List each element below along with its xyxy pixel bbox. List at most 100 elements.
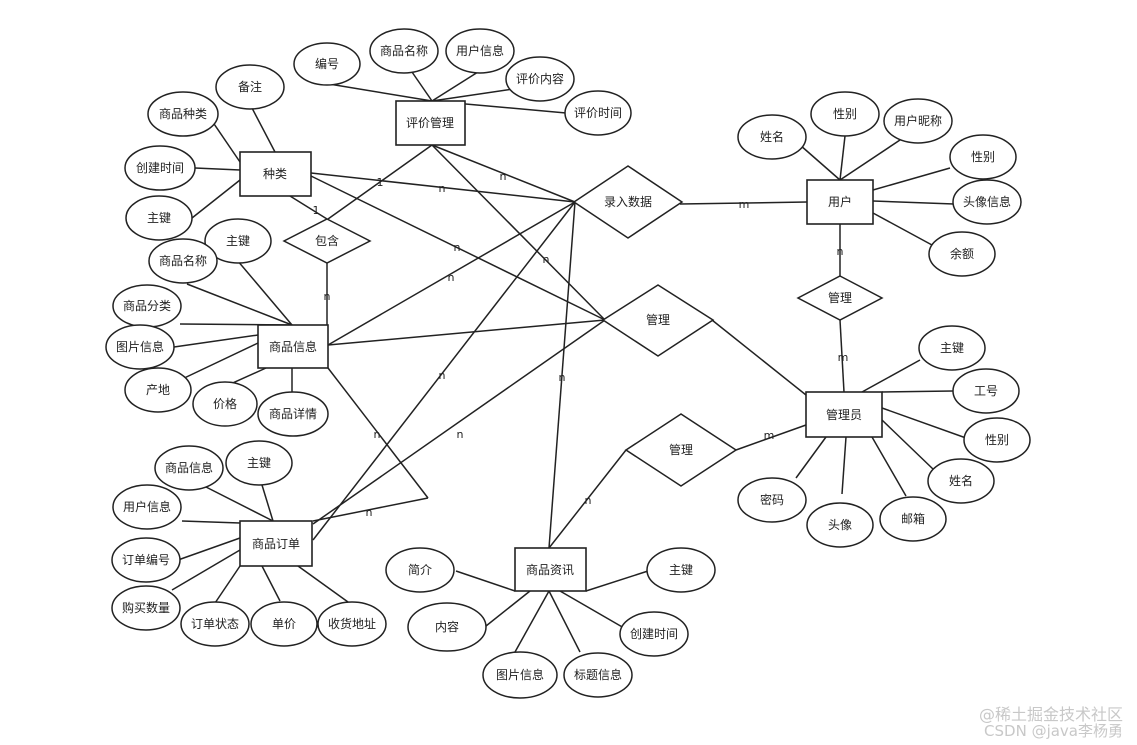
attr-o-status: 订单状态 xyxy=(180,601,250,647)
attr-p-img: 图片信息 xyxy=(105,324,175,370)
svg-text:种类: 种类 xyxy=(263,167,287,181)
svg-text:用户信息: 用户信息 xyxy=(456,43,504,58)
svg-text:图片信息: 图片信息 xyxy=(116,339,164,354)
relationship-contains: 包含 xyxy=(282,218,372,264)
attr-u-name: 姓名 xyxy=(737,114,807,160)
attr-cat-time: 创建时间 xyxy=(124,145,196,191)
attr-a-no: 工号 xyxy=(952,368,1020,414)
card-cat-entry: n xyxy=(439,182,446,195)
attr-n-title: 标题信息 xyxy=(563,652,633,698)
svg-text:标题信息: 标题信息 xyxy=(574,667,622,682)
svg-text:创建时间: 创建时间 xyxy=(136,161,184,175)
attr-cm-content: 评价内容 xyxy=(505,56,575,102)
svg-text:评价内容: 评价内容 xyxy=(516,71,564,86)
svg-text:包含: 包含 xyxy=(315,233,339,248)
card-news-manage3: n xyxy=(585,494,592,507)
attr-o-qty: 购买数量 xyxy=(111,585,181,631)
attr-p-detail: 商品详情 xyxy=(257,391,329,437)
attr-a-email: 邮箱 xyxy=(879,496,947,542)
card-user-entry: m xyxy=(739,198,750,211)
svg-text:主键: 主键 xyxy=(226,234,250,248)
attr-u-gender2: 性别 xyxy=(949,134,1017,180)
attr-n-pk: 主键 xyxy=(646,547,716,593)
attr-cm-pname: 商品名称 xyxy=(369,28,439,74)
svg-text:商品详情: 商品详情 xyxy=(269,406,317,421)
svg-text:备注: 备注 xyxy=(238,79,262,94)
svg-text:收货地址: 收货地址 xyxy=(328,616,376,631)
entity-news: 商品资讯 xyxy=(514,547,587,592)
svg-text:订单状态: 订单状态 xyxy=(191,617,239,631)
svg-text:单价: 单价 xyxy=(272,617,296,631)
svg-text:用户: 用户 xyxy=(828,194,852,209)
connector-lines xyxy=(171,71,967,653)
attr-a-pk: 主键 xyxy=(918,325,986,371)
attr-o-no: 订单编号 xyxy=(111,537,181,583)
card-order-loop: n xyxy=(366,506,373,519)
svg-text:编号: 编号 xyxy=(315,56,339,71)
card-user-manage: n xyxy=(837,245,844,258)
svg-text:简介: 简介 xyxy=(408,563,432,577)
svg-text:价格: 价格 xyxy=(213,396,237,411)
entity-user: 用户 xyxy=(806,179,874,225)
attr-cm-uinfo: 用户信息 xyxy=(445,28,515,74)
svg-text:管理: 管理 xyxy=(669,442,693,457)
attr-u-nick: 用户昵称 xyxy=(883,98,953,144)
watermark-csdn: CSDN @java李杨勇 xyxy=(984,722,1123,740)
attr-p-name: 商品名称 xyxy=(148,238,218,284)
svg-text:主键: 主键 xyxy=(247,456,271,470)
card-entry-news: n xyxy=(559,371,566,384)
relationship-manage-user: 管理 xyxy=(796,275,884,321)
attr-n-intro: 简介 xyxy=(385,547,455,593)
attr-n-img: 图片信息 xyxy=(482,651,558,699)
attr-a-pwd: 密码 xyxy=(737,477,807,523)
attr-p-origin: 产地 xyxy=(124,367,192,413)
attr-p-cat: 商品分类 xyxy=(112,284,182,328)
attr-a-name: 姓名 xyxy=(927,458,995,504)
attr-n-time: 创建时间 xyxy=(619,611,689,657)
svg-text:密码: 密码 xyxy=(760,492,784,507)
attr-p-price: 价格 xyxy=(192,381,258,427)
svg-text:头像信息: 头像信息 xyxy=(963,194,1011,209)
card-product-entry: n xyxy=(448,271,455,284)
card-contains-product: n xyxy=(324,290,331,303)
svg-text:性别: 性别 xyxy=(971,150,995,164)
attr-p-pk: 主键 xyxy=(204,218,272,264)
entity-product: 商品信息 xyxy=(257,324,329,369)
svg-text:产地: 产地 xyxy=(146,383,170,397)
svg-text:评价管理: 评价管理 xyxy=(406,115,454,130)
card-admin-manage3: m xyxy=(764,429,775,442)
svg-text:商品信息: 商品信息 xyxy=(269,339,317,354)
svg-text:商品名称: 商品名称 xyxy=(380,43,428,58)
relationship-manage-product: 管理 xyxy=(601,284,715,357)
card-admin-manage: m xyxy=(838,351,849,364)
entity-category: 种类 xyxy=(239,151,312,197)
attr-a-gender: 性别 xyxy=(963,417,1031,463)
attr-o-pk: 主键 xyxy=(225,440,293,486)
svg-text:用户昵称: 用户昵称 xyxy=(894,113,942,128)
svg-text:商品订单: 商品订单 xyxy=(252,536,300,551)
svg-text:创建时间: 创建时间 xyxy=(630,627,678,641)
attr-u-avatar: 头像信息 xyxy=(952,179,1022,225)
svg-text:主键: 主键 xyxy=(669,563,693,577)
svg-text:管理: 管理 xyxy=(646,312,670,327)
svg-text:邮箱: 邮箱 xyxy=(901,511,925,526)
card-cm-news: n xyxy=(543,253,550,266)
svg-text:余额: 余额 xyxy=(950,246,974,261)
card-cm-entry: n xyxy=(500,170,507,183)
entity-order: 商品订单 xyxy=(239,520,313,567)
svg-text:购买数量: 购买数量 xyxy=(122,600,170,615)
attr-cm-time: 评价时间 xyxy=(564,90,632,136)
attr-n-content: 内容 xyxy=(407,602,487,652)
card-order-entry2: n xyxy=(457,428,464,441)
attr-cat-note: 备注 xyxy=(215,64,285,110)
svg-text:商品信息: 商品信息 xyxy=(165,460,213,475)
attr-o-pinfo: 商品信息 xyxy=(154,445,224,491)
entity-admin: 管理员 xyxy=(805,391,883,438)
svg-text:用户信息: 用户信息 xyxy=(123,499,171,514)
attr-cat-kind: 商品种类 xyxy=(147,91,219,137)
relationship-entry: 录入数据 xyxy=(572,165,684,239)
card-product-order: n xyxy=(374,428,381,441)
card-cat-contains2: 1 xyxy=(313,204,320,217)
attr-o-uinfo: 用户信息 xyxy=(112,484,182,530)
